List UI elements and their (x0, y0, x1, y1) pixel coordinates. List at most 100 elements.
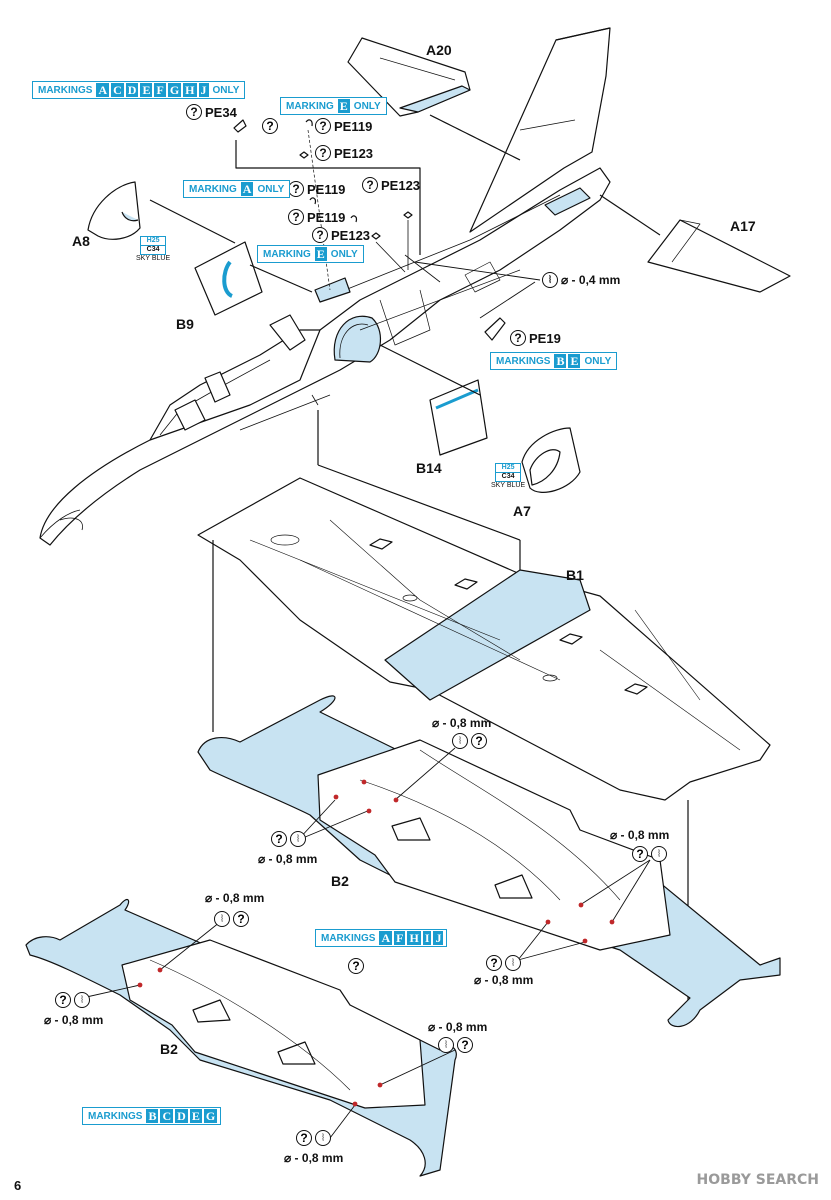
pe19-part-drawing (484, 317, 506, 341)
drill-icon: ⦚ (542, 272, 558, 288)
marking-letter: C (111, 83, 124, 97)
drill-diameter: ⌀ - 0,8 mm (432, 716, 492, 730)
markings-word: MARKING (189, 183, 237, 195)
drill-icon: ⦚ (452, 733, 468, 749)
drill-diameter: ⌀ - 0,8 mm (44, 1013, 104, 1027)
markings-suffix: ONLY (257, 183, 285, 195)
drill-diameter: ⌀ - 0,8 mm (284, 1151, 344, 1165)
pe123-mid-callout: ? PE123 (362, 177, 420, 193)
question-symbol: ? (262, 118, 278, 134)
fuselage-drawing (39, 27, 611, 546)
markings-word: MARKINGS (88, 1110, 143, 1122)
question-symbol: ? (510, 330, 526, 346)
stabilizer-a20-drawing (347, 37, 521, 161)
mr-color-code: C34 (140, 246, 167, 255)
part-a8-drawing (87, 181, 236, 244)
pe119-mid-callout: ? PE119 (288, 181, 345, 197)
pe119-top-callout: ? PE119 (315, 118, 372, 134)
gunze-code: H25 (140, 236, 167, 246)
marking-letter: A (240, 182, 254, 196)
part-label-b9: B9 (176, 316, 194, 332)
pe123-label: PE123 (334, 145, 374, 161)
drill-icon: ⦚ (290, 831, 306, 847)
question-symbol: ? (315, 145, 331, 161)
question-symbol: ? (233, 911, 249, 927)
pe34-callout: ? PE34 (186, 104, 237, 120)
pe19-callout: ? PE19 (510, 330, 561, 346)
question-symbol: ? (271, 831, 287, 847)
drill-symbol-group: ? ⦚ (296, 1130, 331, 1146)
marking-letter: I (422, 931, 432, 945)
part-label-b1: B1 (566, 567, 584, 583)
markings-suffix: ONLY (353, 100, 381, 112)
drill-diameter: ⌀ - 0,4 mm (561, 273, 621, 287)
marking-letter: E (568, 354, 581, 368)
drill-icon: ⦚ (74, 992, 90, 1008)
part-b9-drawing (194, 241, 313, 316)
drill-icon: ⦚ (505, 955, 521, 971)
marking-letter: G (203, 1109, 218, 1123)
marking-letter: D (125, 83, 139, 97)
mr-color-code: C34 (495, 473, 522, 482)
question-symbol: ? (186, 104, 202, 120)
drill-holes (137, 779, 615, 1107)
marking-letter: B (146, 1109, 159, 1123)
watermark: HOBBY SEARCH (696, 1172, 819, 1188)
drill-symbol-group: ⦚ ? (438, 1037, 473, 1053)
lower-wing-b2-upper-drawing (197, 695, 781, 1028)
pe119-label: PE119 (307, 181, 346, 197)
part-label-b2-lower: B2 (160, 1041, 178, 1057)
marking-letter: J (198, 83, 209, 97)
question-symbol: ? (486, 955, 502, 971)
gunze-code: H25 (495, 463, 522, 473)
marking-letter: E (314, 247, 327, 261)
question-symbol: ? (312, 227, 328, 243)
markings-word: MARKING (286, 100, 334, 112)
drill-symbol-group: ⦚ ? (214, 911, 249, 927)
part-b14-drawing (379, 344, 488, 456)
drill-icon: ⦚ (315, 1130, 331, 1146)
drill-diameter: ⌀ - 0,8 mm (610, 828, 670, 842)
question-symbol: ? (288, 181, 304, 197)
markings-suffix: ONLY (330, 248, 358, 260)
markings-suffix: ONLY (212, 84, 240, 96)
drill-symbol-group: ? ⦚ (55, 992, 90, 1008)
drill-diameter: ⌀ - 0,8 mm (474, 973, 534, 987)
markings-word: MARKINGS (38, 84, 93, 96)
marking-letter: J (433, 931, 444, 945)
question-symbol: ? (471, 733, 487, 749)
marking-letter: H (183, 83, 197, 97)
page-number: 6 (14, 1178, 22, 1193)
pe123-top-callout: ? PE123 (315, 145, 373, 161)
drill-diameter: ⌀ - 0,8 mm (428, 1020, 488, 1034)
part-label-a8: A8 (72, 233, 90, 249)
drill-symbol-group: ? ⦚ (486, 955, 521, 971)
fuselage-drill-callout: ⦚ ⌀ - 0,4 mm (542, 272, 620, 288)
marking-letter: F (154, 83, 166, 97)
pe34-label: PE34 (205, 104, 237, 120)
question-symbol: ? (457, 1037, 473, 1053)
marking-letter: C (160, 1109, 174, 1123)
upper-wing-drawing (197, 410, 771, 1002)
drill-icon: ⦚ (438, 1037, 454, 1053)
part-label-a7: A7 (513, 503, 531, 519)
color-name: SKY BLUE (136, 255, 171, 262)
pe119-low-callout: ? PE119 (288, 209, 345, 225)
marking-letter: A (96, 83, 110, 97)
lower-wing-b2-lower-drawing (25, 898, 457, 1177)
marking-letter: B (554, 354, 567, 368)
marking-letter: A (379, 931, 393, 945)
color-name: SKY BLUE (491, 482, 526, 489)
marking-letter: G (167, 83, 182, 97)
question-symbol: ? (315, 118, 331, 134)
drill-symbol-group: ⦚ ? (452, 733, 487, 749)
